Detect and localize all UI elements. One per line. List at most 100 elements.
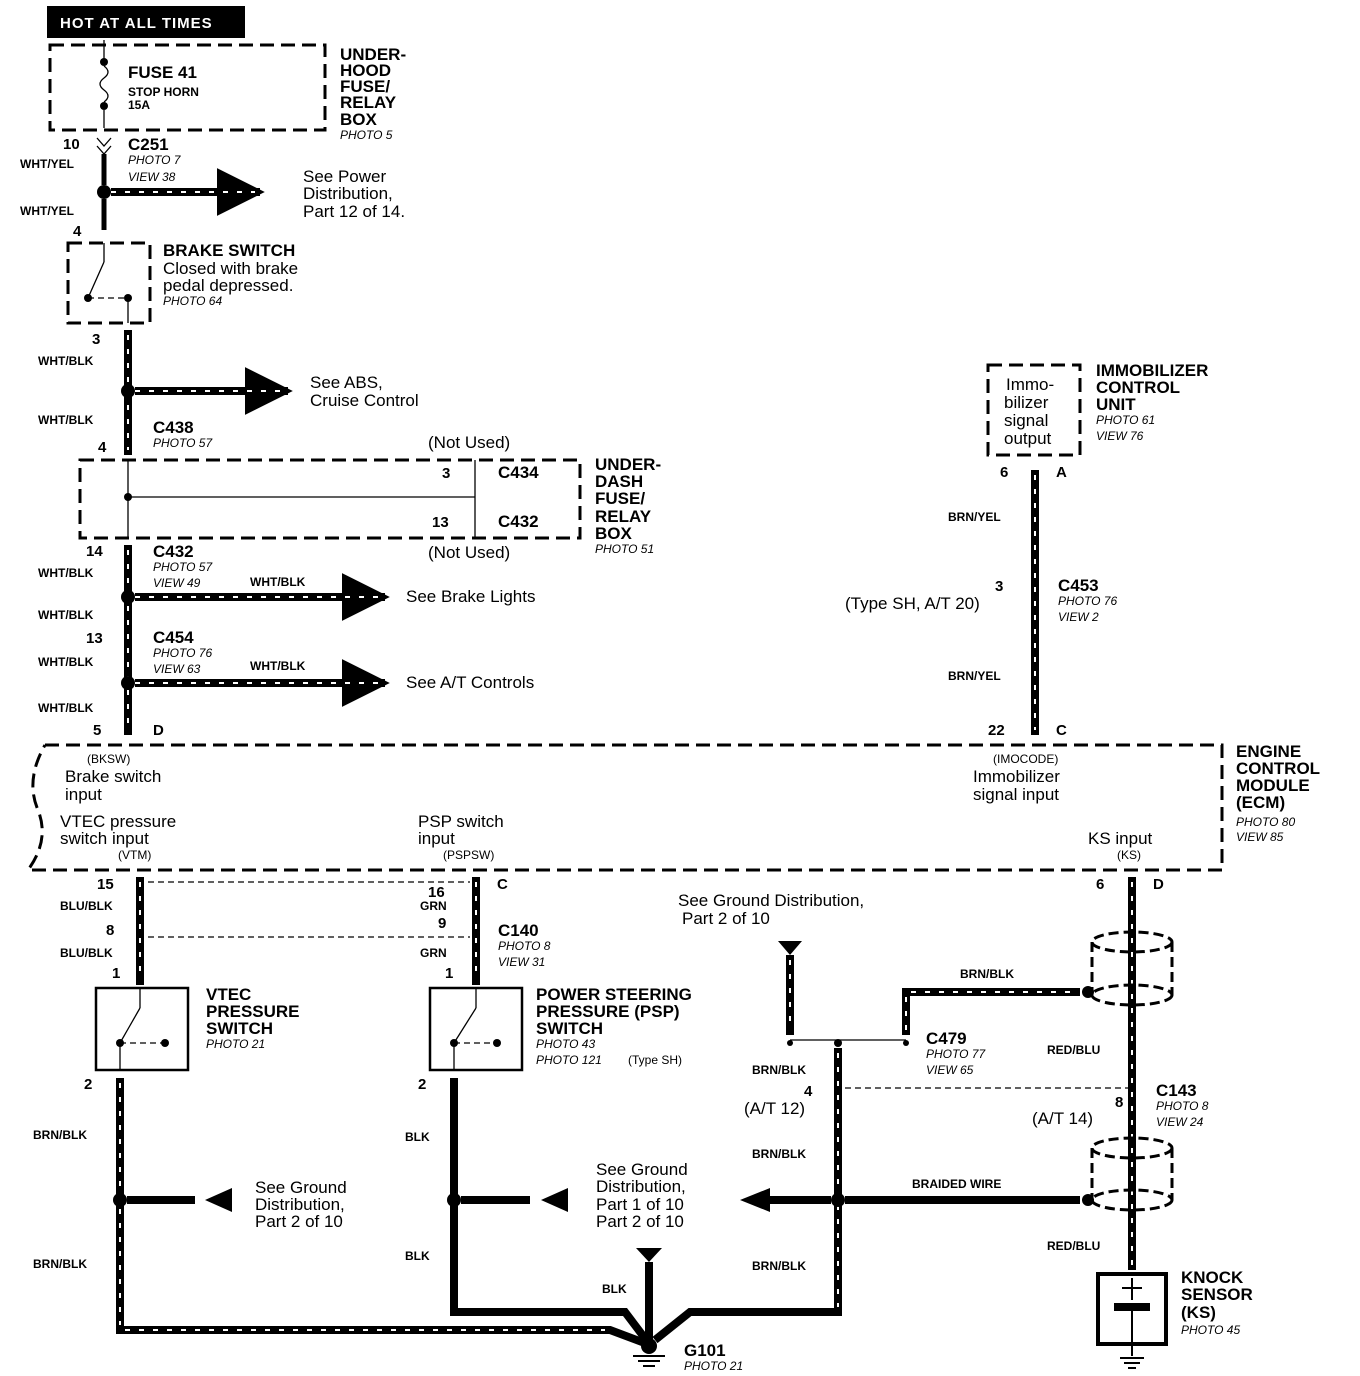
svg-text:PRESSURE: PRESSURE — [206, 1002, 300, 1021]
svg-text:C438: C438 — [153, 418, 194, 437]
svg-text:9: 9 — [438, 915, 446, 932]
svg-text:VIEW 76: VIEW 76 — [1096, 429, 1144, 443]
svg-text:Cruise Control: Cruise Control — [310, 391, 419, 410]
svg-text:VIEW 2: VIEW 2 — [1058, 610, 1099, 624]
svg-text:C: C — [1056, 722, 1067, 739]
svg-text:SWITCH: SWITCH — [536, 1019, 603, 1038]
svg-text:Part 12 of 14.: Part 12 of 14. — [303, 202, 405, 221]
svg-text:BRAIDED WIRE: BRAIDED WIRE — [912, 1177, 1001, 1191]
svg-text:PHOTO 5: PHOTO 5 — [340, 128, 393, 142]
svg-text:SWITCH: SWITCH — [206, 1019, 273, 1038]
svg-text:GRN: GRN — [420, 946, 447, 960]
svg-text:14: 14 — [86, 543, 103, 560]
fuse-label: FUSE 41 — [128, 63, 197, 82]
svg-text:(VTM): (VTM) — [118, 848, 151, 862]
svg-text:BRN/BLK: BRN/BLK — [960, 967, 1014, 981]
svg-text:WHT/BLK: WHT/BLK — [38, 354, 94, 368]
immobilizer-unit — [986, 363, 1082, 457]
svg-text:PHOTO 64: PHOTO 64 — [163, 294, 222, 308]
fuse-icon — [99, 65, 109, 103]
svg-text:WHT/BLK: WHT/BLK — [38, 566, 94, 580]
svg-text:FUSE/: FUSE/ — [595, 489, 645, 508]
ground-icon — [641, 1338, 657, 1354]
svg-text:PHOTO 61: PHOTO 61 — [1096, 413, 1155, 427]
svg-text:See ABS,: See ABS, — [310, 373, 383, 392]
svg-text:BLU/BLK: BLU/BLK — [60, 899, 113, 913]
svg-text:WHT/YEL: WHT/YEL — [20, 204, 74, 218]
svg-text:GRN: GRN — [420, 899, 447, 913]
svg-text:VIEW 85: VIEW 85 — [1236, 830, 1284, 844]
svg-text:22: 22 — [988, 722, 1005, 739]
svg-text:C432: C432 — [498, 512, 539, 531]
svg-text:PSP switch: PSP switch — [418, 812, 504, 831]
svg-text:signal: signal — [1004, 411, 1048, 430]
svg-text:BRN/BLK: BRN/BLK — [752, 1259, 806, 1273]
svg-text:UNIT: UNIT — [1096, 395, 1136, 414]
svg-text:PHOTO 45: PHOTO 45 — [1181, 1323, 1240, 1337]
svg-text:4: 4 — [804, 1083, 813, 1100]
svg-text:BRN/BLK: BRN/BLK — [752, 1147, 806, 1161]
svg-text:PHOTO 57: PHOTO 57 — [153, 436, 213, 450]
svg-text:PHOTO 77: PHOTO 77 — [926, 1047, 986, 1061]
svg-text:(Type SH): (Type SH) — [628, 1053, 682, 1067]
svg-text:UNDER-: UNDER- — [340, 45, 406, 64]
svg-text:PHOTO 8: PHOTO 8 — [1156, 1099, 1209, 1113]
svg-text:(PSPSW): (PSPSW) — [443, 848, 494, 862]
svg-text:WHT/BLK: WHT/BLK — [38, 608, 94, 622]
svg-text:D: D — [1153, 876, 1164, 893]
svg-text:(KS): (KS) — [1181, 1303, 1216, 1322]
svg-text:Brake switch: Brake switch — [65, 767, 161, 786]
svg-text:PHOTO 21: PHOTO 21 — [684, 1359, 743, 1373]
svg-text:VIEW 31: VIEW 31 — [498, 955, 545, 969]
svg-text:(Not Used): (Not Used) — [428, 433, 510, 452]
svg-text:10: 10 — [63, 136, 80, 153]
svg-text:WHT/BLK: WHT/BLK — [38, 655, 94, 669]
svg-text:BLK: BLK — [405, 1130, 430, 1144]
svg-text:BRN/BLK: BRN/BLK — [752, 1063, 806, 1077]
underdash-fuse-box — [78, 458, 582, 540]
svg-text:16: 16 — [428, 884, 445, 901]
svg-text:BRN/BLK: BRN/BLK — [33, 1128, 87, 1142]
svg-text:PHOTO 51: PHOTO 51 — [595, 542, 654, 556]
vtec-switch — [94, 986, 190, 1072]
svg-text:BRN/BLK: BRN/BLK — [33, 1257, 87, 1271]
svg-text:PHOTO 76: PHOTO 76 — [153, 646, 212, 660]
svg-text:See A/T Controls: See A/T Controls — [406, 673, 534, 692]
svg-text:4: 4 — [73, 223, 82, 240]
svg-text:PHOTO 80: PHOTO 80 — [1236, 815, 1295, 829]
svg-text:(A/T 12): (A/T 12) — [744, 1099, 805, 1118]
svg-text:RED/BLU: RED/BLU — [1047, 1239, 1100, 1253]
svg-text:PHOTO 8: PHOTO 8 — [498, 939, 551, 953]
svg-text:1: 1 — [445, 965, 453, 982]
svg-text:WHT/BLK: WHT/BLK — [38, 701, 94, 715]
svg-text:bilizer: bilizer — [1004, 393, 1049, 412]
svg-text:4: 4 — [98, 439, 107, 456]
svg-text:(Not Used): (Not Used) — [428, 543, 510, 562]
underhood-fuse-box — [48, 43, 327, 132]
svg-text:(A/T 14): (A/T 14) — [1032, 1109, 1093, 1128]
svg-text:VTEC: VTEC — [206, 985, 251, 1004]
svg-text:PHOTO 21: PHOTO 21 — [206, 1037, 265, 1051]
svg-text:POWER STEERING: POWER STEERING — [536, 985, 692, 1004]
svg-text:C479: C479 — [926, 1029, 967, 1048]
svg-text:VIEW 49: VIEW 49 — [153, 576, 201, 590]
svg-text:ENGINE: ENGINE — [1236, 742, 1301, 761]
svg-text:CONTROL: CONTROL — [1096, 378, 1180, 397]
svg-text:BRN/YEL: BRN/YEL — [948, 669, 1001, 683]
svg-text:switch input: switch input — [60, 829, 149, 848]
svg-text:See Brake Lights: See Brake Lights — [406, 587, 535, 606]
svg-text:HOOD: HOOD — [340, 61, 391, 80]
svg-text:VIEW 63: VIEW 63 — [153, 662, 201, 676]
svg-text:C434: C434 — [498, 463, 539, 482]
svg-text:C432: C432 — [153, 542, 194, 561]
svg-text:5: 5 — [93, 722, 101, 739]
svg-text:C143: C143 — [1156, 1081, 1197, 1100]
svg-text:Part 2 of 10: Part 2 of 10 — [682, 909, 770, 928]
svg-text:C140: C140 — [498, 921, 539, 940]
svg-text:BOX: BOX — [595, 524, 633, 543]
svg-text:2: 2 — [418, 1076, 426, 1093]
svg-text:(KS): (KS) — [1117, 848, 1141, 862]
svg-text:Distribution,: Distribution, — [596, 1177, 686, 1196]
svg-text:PHOTO 7: PHOTO 7 — [128, 153, 182, 167]
